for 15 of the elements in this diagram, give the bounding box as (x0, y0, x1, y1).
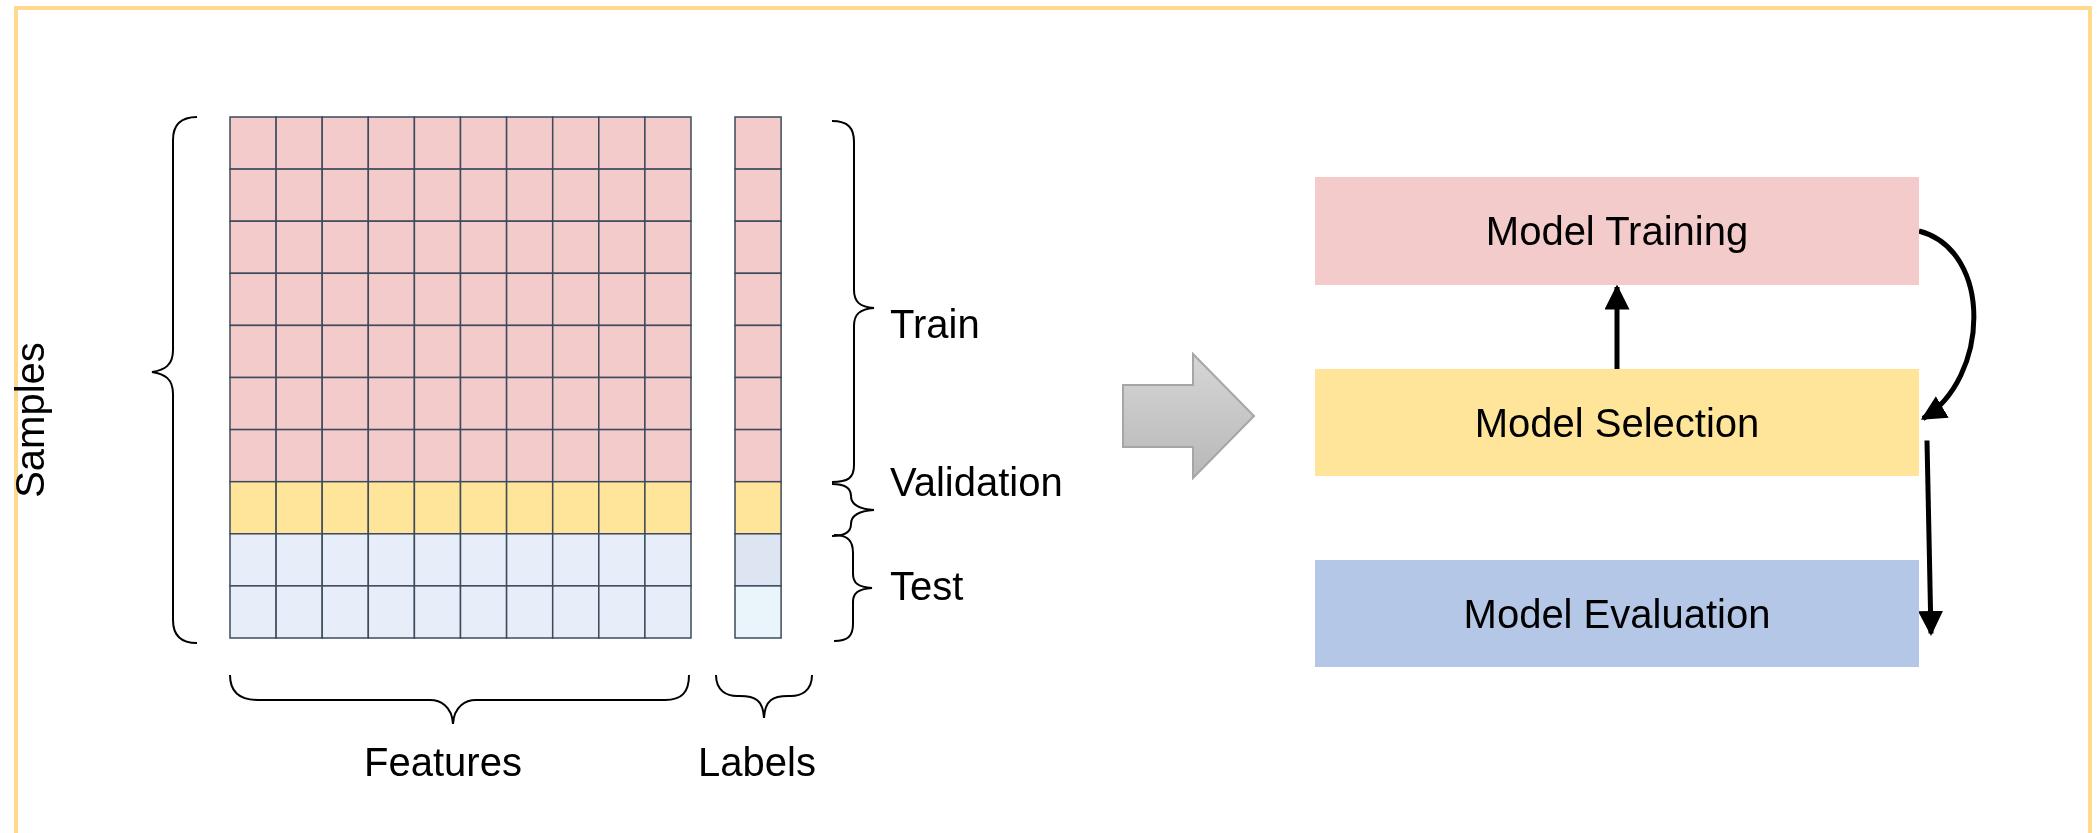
arrow (1918, 440, 1944, 636)
axis-label: Train (890, 301, 980, 348)
axis-label: Validation (890, 459, 1063, 506)
process-label: Model Selection (1474, 399, 1760, 447)
axis-label: Features (364, 739, 522, 786)
axis-label: Samples (7, 342, 53, 498)
arrow (1604, 284, 1630, 369)
arrow (1918, 228, 1977, 421)
process-box (1315, 560, 1919, 667)
axis-label: Labels (698, 739, 816, 786)
process-box (1315, 369, 1919, 476)
process-label: Model Training (1485, 208, 1749, 255)
axis-label: Test (890, 563, 964, 610)
process-box (1315, 177, 1919, 285)
process-label: Model Evaluation (1463, 590, 1771, 638)
